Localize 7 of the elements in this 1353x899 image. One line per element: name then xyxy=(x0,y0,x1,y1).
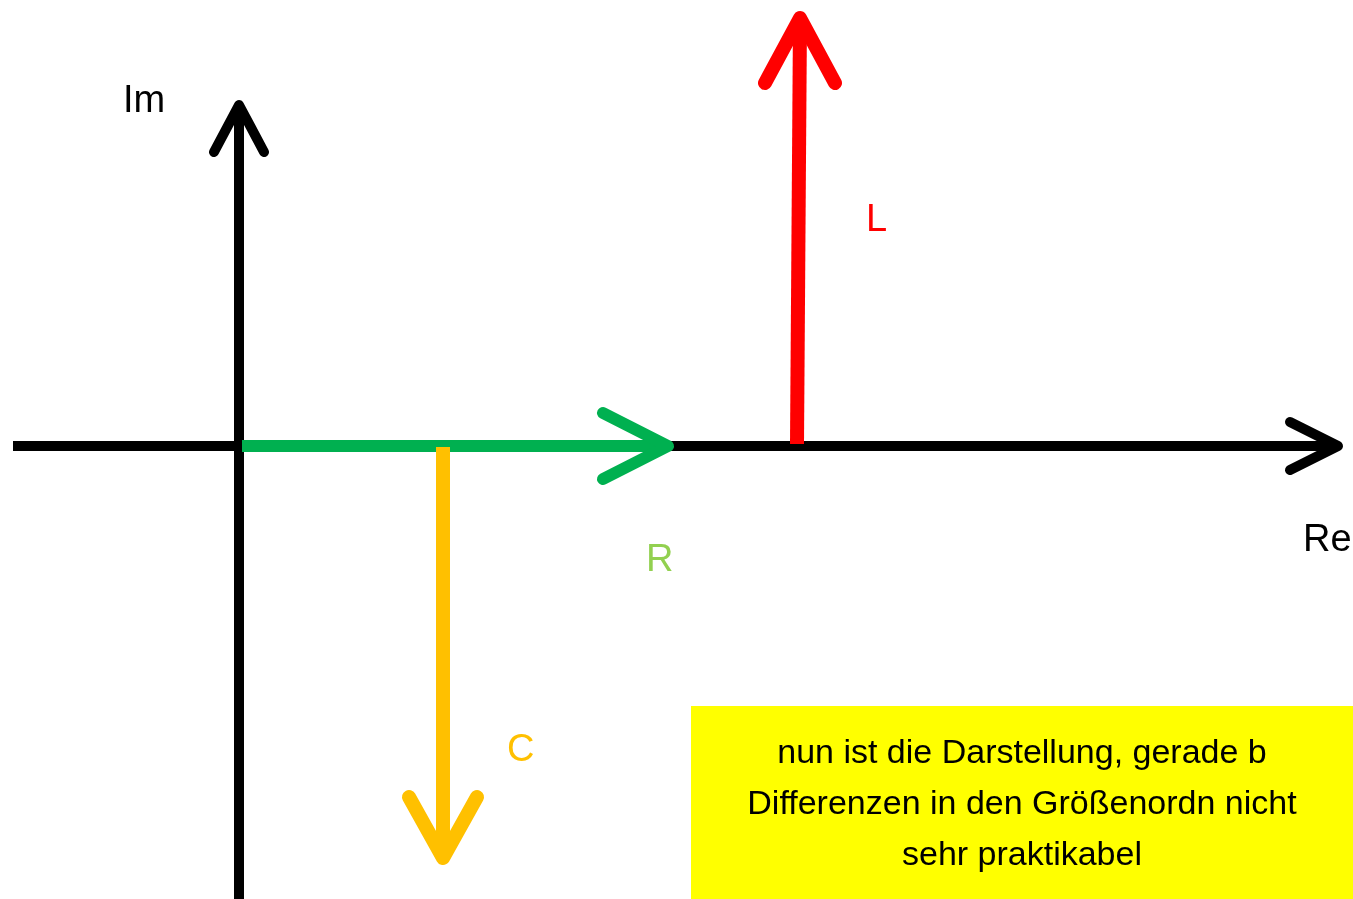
note-text: nun ist die Darstellung, gerade b Differenzen in den Größenordn nicht sehr praktikabel xyxy=(746,731,1298,874)
axis-label: Im xyxy=(123,80,166,118)
note-box xyxy=(691,706,1353,899)
phasor-label: C xyxy=(507,729,535,767)
axis-label: Re xyxy=(1303,519,1352,557)
phasor-label: R xyxy=(646,539,674,577)
phasor-label: L xyxy=(866,199,888,237)
